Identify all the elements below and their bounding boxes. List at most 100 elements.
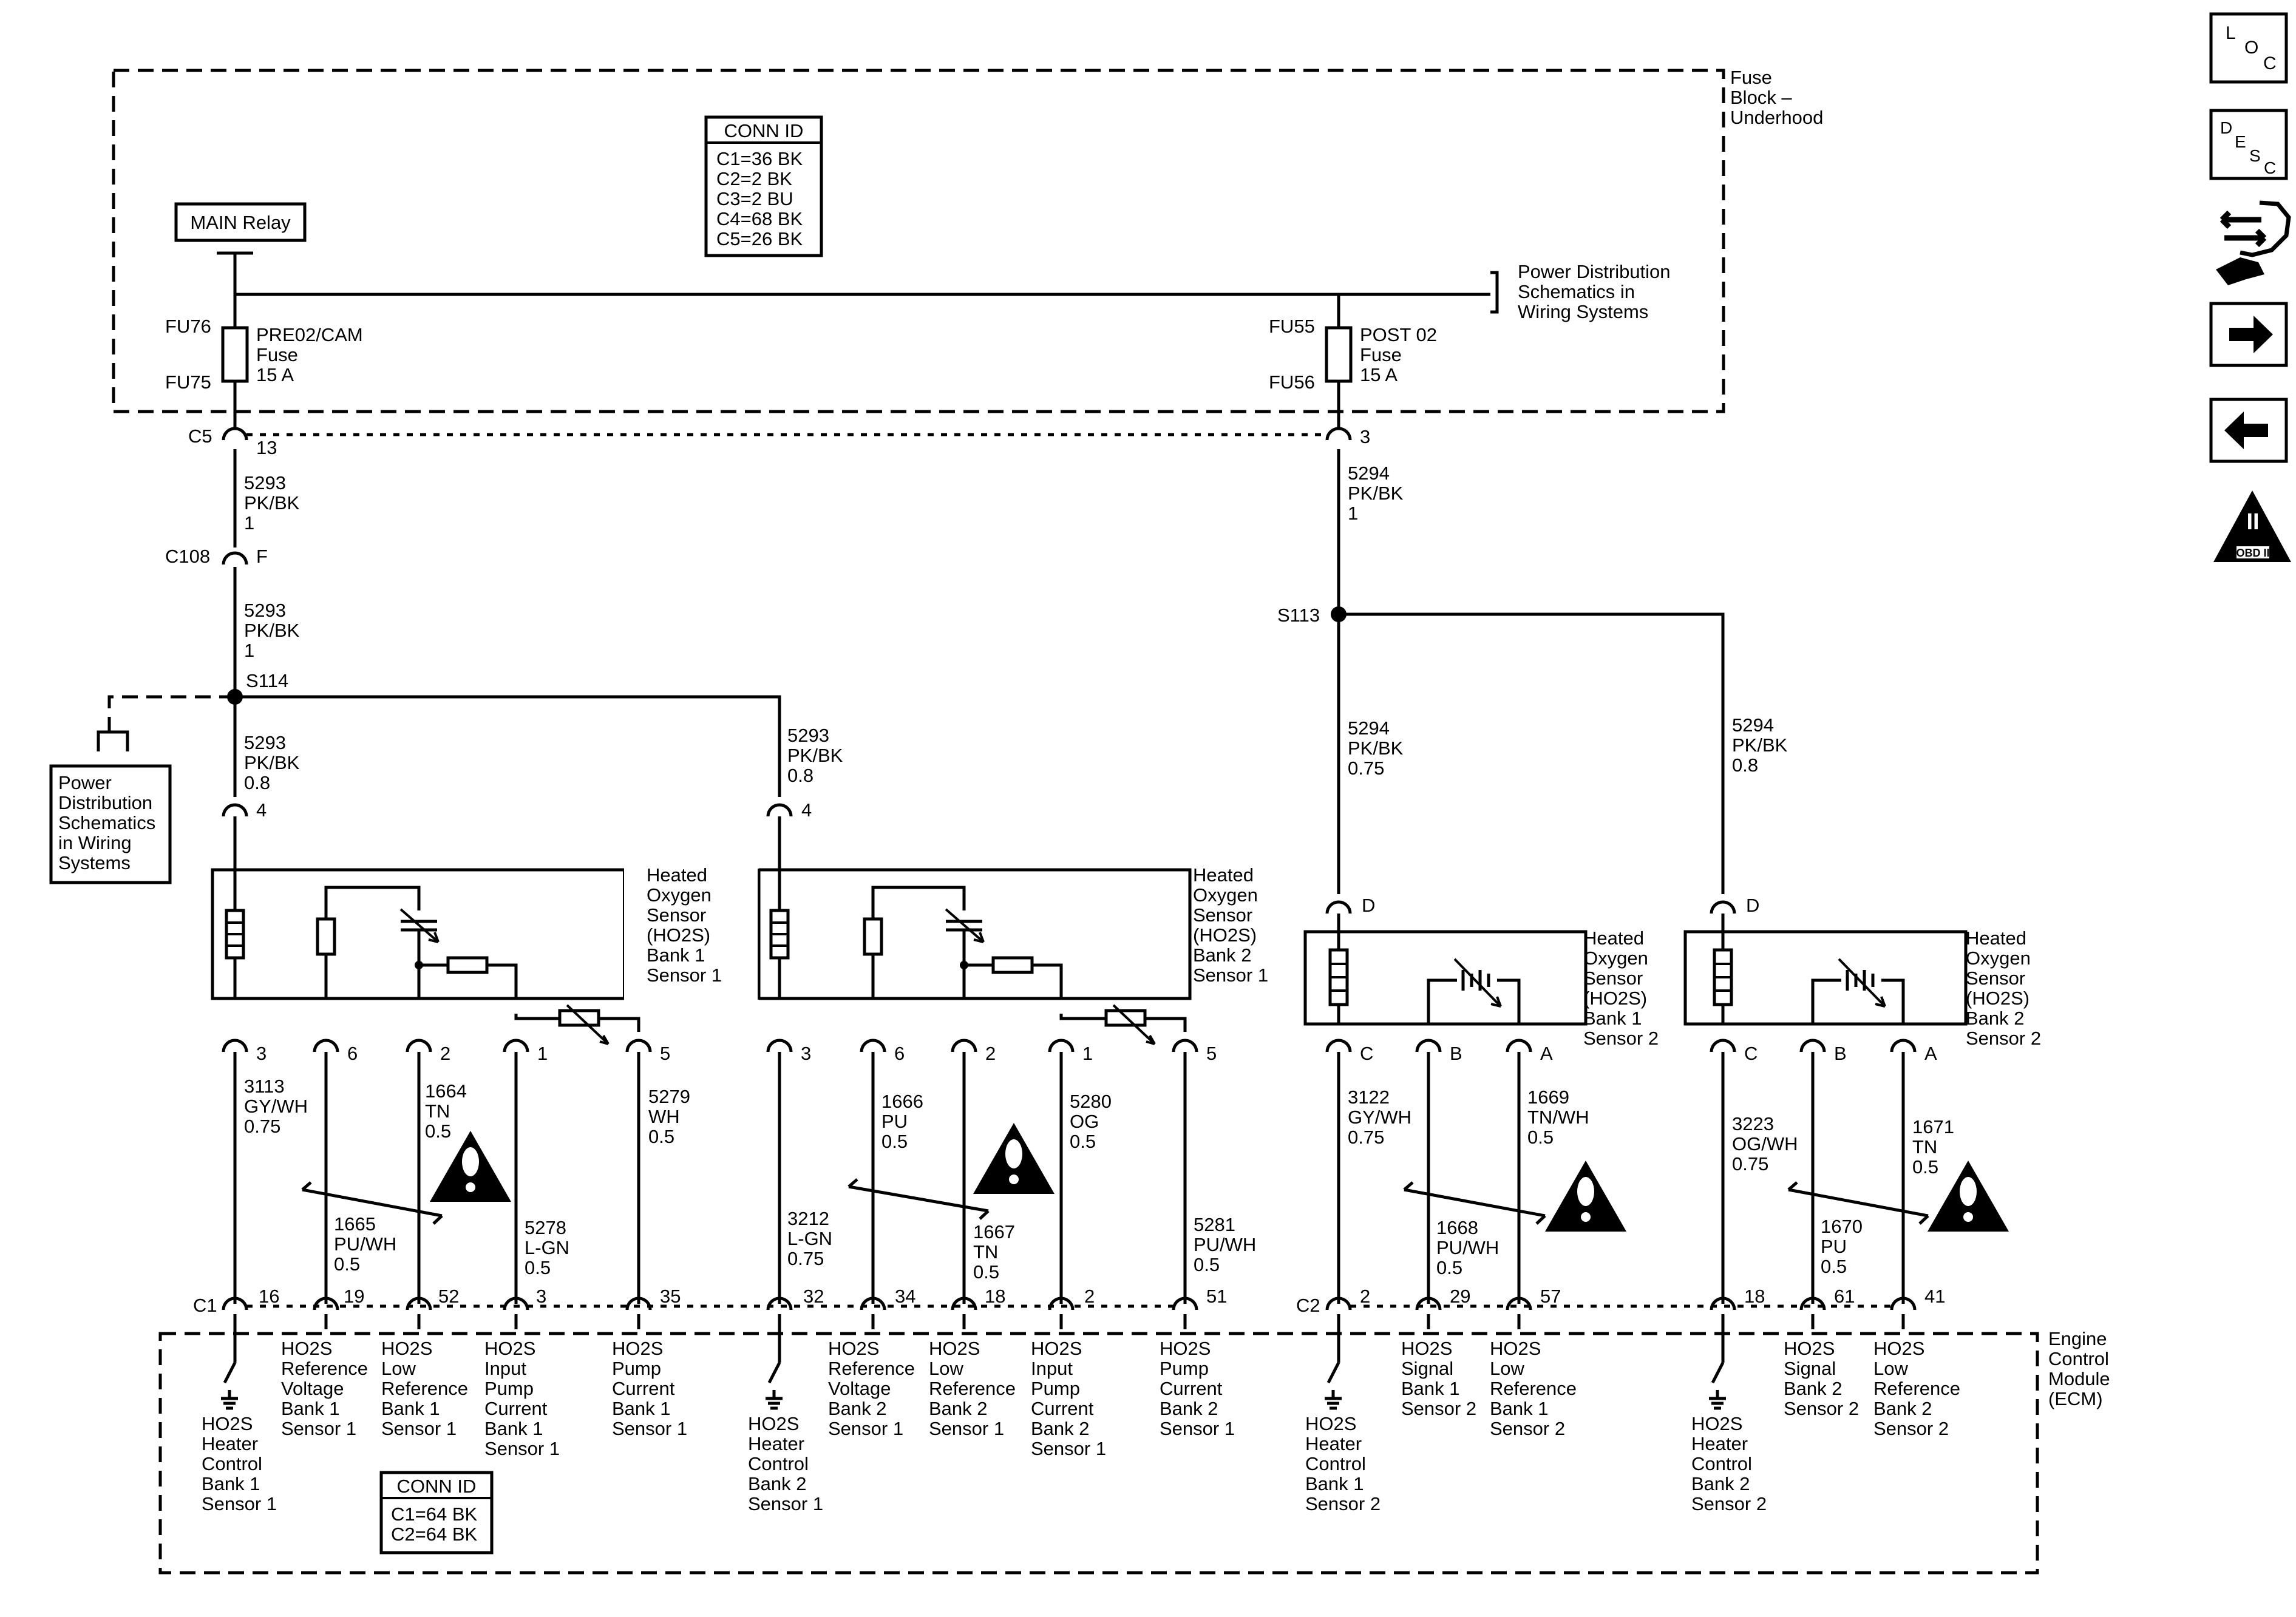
svg-text:OG: OG (1070, 1111, 1099, 1132)
svg-text:0.8: 0.8 (787, 765, 813, 786)
svg-text:C108: C108 (165, 546, 210, 567)
svg-text:Bank 1: Bank 1 (1305, 1473, 1364, 1494)
sensor-b1s2: D Heated Oxygen Sensor (HO2S) Bank 1 Sen… (1303, 895, 1659, 1049)
svg-text:PK/BK: PK/BK (1348, 483, 1404, 504)
svg-text:Heater: Heater (1691, 1433, 1748, 1454)
svg-text:0.5: 0.5 (1912, 1156, 1938, 1178)
svg-text:Current: Current (484, 1398, 548, 1419)
svg-text:Current: Current (1160, 1378, 1223, 1399)
svg-text:Input: Input (484, 1358, 526, 1379)
svg-text:18: 18 (985, 1286, 1005, 1307)
connector-c108: C108 F (165, 546, 268, 567)
svg-text:0.75: 0.75 (1348, 758, 1384, 779)
svg-text:HO2S: HO2S (381, 1338, 432, 1359)
svg-text:Bank 1: Bank 1 (647, 944, 705, 966)
svg-text:Heater: Heater (748, 1433, 804, 1454)
svg-text:E: E (2235, 132, 2246, 151)
svg-text:35: 35 (660, 1286, 681, 1307)
svg-text:Module: Module (2048, 1368, 2110, 1389)
svg-text:Heater: Heater (202, 1433, 258, 1454)
svg-text:Distribution: Distribution (58, 792, 152, 813)
svg-text:Oxygen: Oxygen (1583, 947, 1648, 969)
svg-text:HO2S: HO2S (1305, 1413, 1356, 1434)
description-button[interactable]: D E S C (2209, 109, 2288, 180)
svg-text:6: 6 (347, 1043, 358, 1064)
sensor-b1s1-title: Heated Oxygen Sensor (HO2S) Bank 1 Senso… (647, 864, 722, 986)
svg-text:2: 2 (985, 1043, 996, 1064)
svg-text:HO2S: HO2S (202, 1413, 253, 1434)
obd-ii-icon[interactable]: II OBD II (2213, 490, 2291, 562)
wire-5293-branch-b2s1 (235, 695, 781, 797)
svg-text:HO2S: HO2S (1160, 1338, 1211, 1359)
fuse-left-label: PRE02/CAM Fuse 15 A (256, 324, 363, 385)
svg-text:0.5: 0.5 (881, 1131, 908, 1152)
svg-text:1: 1 (537, 1043, 548, 1064)
svg-text:Signal: Signal (1401, 1358, 1453, 1379)
back-arrow-icon[interactable] (2209, 398, 2288, 463)
svg-text:0.5: 0.5 (1194, 1254, 1220, 1275)
svg-text:A: A (1540, 1043, 1553, 1064)
svg-text:Heated: Heated (1966, 927, 2026, 949)
svg-text:1665: 1665 (334, 1213, 376, 1235)
svg-text:Schematics in: Schematics in (1518, 281, 1635, 302)
sensor-output-connectors (222, 1039, 1917, 1053)
wire-label-5293-c: 5293 PK/BK 0.8 (244, 732, 300, 793)
svg-text:1: 1 (244, 640, 254, 661)
forward-arrow-icon[interactable] (2209, 302, 2288, 367)
svg-text:Sensor 1: Sensor 1 (281, 1418, 356, 1439)
ecm-label-heater-b2s2: HO2S Heater Control Bank 2 Sensor 2 (1691, 1413, 1767, 1514)
location-button[interactable]: L O C (2209, 12, 2288, 84)
connector-repair-icon[interactable] (2216, 200, 2291, 285)
wire-label-5293-a: 5293 PK/BK 1 (244, 472, 300, 534)
svg-text:2: 2 (440, 1043, 450, 1064)
svg-text:1666: 1666 (881, 1091, 923, 1112)
svg-text:Low: Low (1490, 1358, 1524, 1379)
svg-text:(HO2S): (HO2S) (1583, 988, 1647, 1009)
svg-text:4: 4 (256, 799, 267, 821)
svg-text:2: 2 (1360, 1286, 1370, 1307)
svg-text:D: D (2220, 118, 2232, 137)
ecm-label-pump-b2s1: HO2S Pump Current Bank 2 Sensor 1 (1160, 1338, 1235, 1439)
caution-icon[interactable] (430, 1131, 511, 1202)
heater-driver-switches (221, 1361, 1726, 1410)
svg-text:Bank 2: Bank 2 (1873, 1398, 1932, 1419)
svg-text:5279: 5279 (648, 1086, 690, 1107)
svg-text:Engine: Engine (2048, 1328, 2107, 1349)
svg-text:Bank 2: Bank 2 (1784, 1378, 1843, 1399)
svg-text:(HO2S): (HO2S) (647, 924, 710, 946)
svg-text:Systems: Systems (58, 852, 131, 873)
ecm-label-signal-b1s2: HO2S Signal Bank 1 Sensor 2 (1401, 1338, 1476, 1419)
svg-text:in Wiring: in Wiring (58, 832, 132, 853)
svg-text:Bank 1: Bank 1 (1401, 1378, 1460, 1399)
svg-text:MAIN Relay: MAIN Relay (190, 212, 291, 233)
svg-text:Power Distribution: Power Distribution (1518, 261, 1671, 282)
caution-icon[interactable] (973, 1123, 1055, 1194)
svg-text:D: D (1746, 895, 1759, 916)
svg-text:Sensor 1: Sensor 1 (828, 1418, 903, 1439)
svg-text:Sensor 2: Sensor 2 (1691, 1493, 1767, 1514)
svg-text:HO2S: HO2S (929, 1338, 980, 1359)
svg-text:Low: Low (381, 1358, 416, 1379)
ecm-label-low-ref-b2s2: HO2S Low Reference Bank 2 Sensor 2 (1873, 1338, 1960, 1439)
caution-icon[interactable] (1545, 1161, 1626, 1232)
svg-text:(HO2S): (HO2S) (1966, 988, 2029, 1009)
svg-text:Sensor 1: Sensor 1 (202, 1493, 277, 1514)
svg-text:C2=2 BK: C2=2 BK (716, 168, 792, 189)
svg-text:0.5: 0.5 (1070, 1131, 1096, 1152)
svg-text:C: C (1744, 1043, 1758, 1064)
svg-text:15 A: 15 A (256, 364, 294, 385)
main-relay: MAIN Relay (174, 202, 307, 255)
caution-icon[interactable] (1927, 1161, 2009, 1232)
svg-text:C5: C5 (188, 425, 212, 447)
svg-text:Oxygen: Oxygen (647, 884, 712, 906)
svg-text:1671: 1671 (1912, 1116, 1954, 1137)
svg-text:0.75: 0.75 (1732, 1153, 1768, 1175)
svg-text:Sensor 1: Sensor 1 (929, 1418, 1004, 1439)
svg-text:Signal: Signal (1784, 1358, 1836, 1379)
ecm-label-low-ref-b2s1: HO2S Low Reference Bank 2 Sensor 1 (929, 1338, 1016, 1439)
